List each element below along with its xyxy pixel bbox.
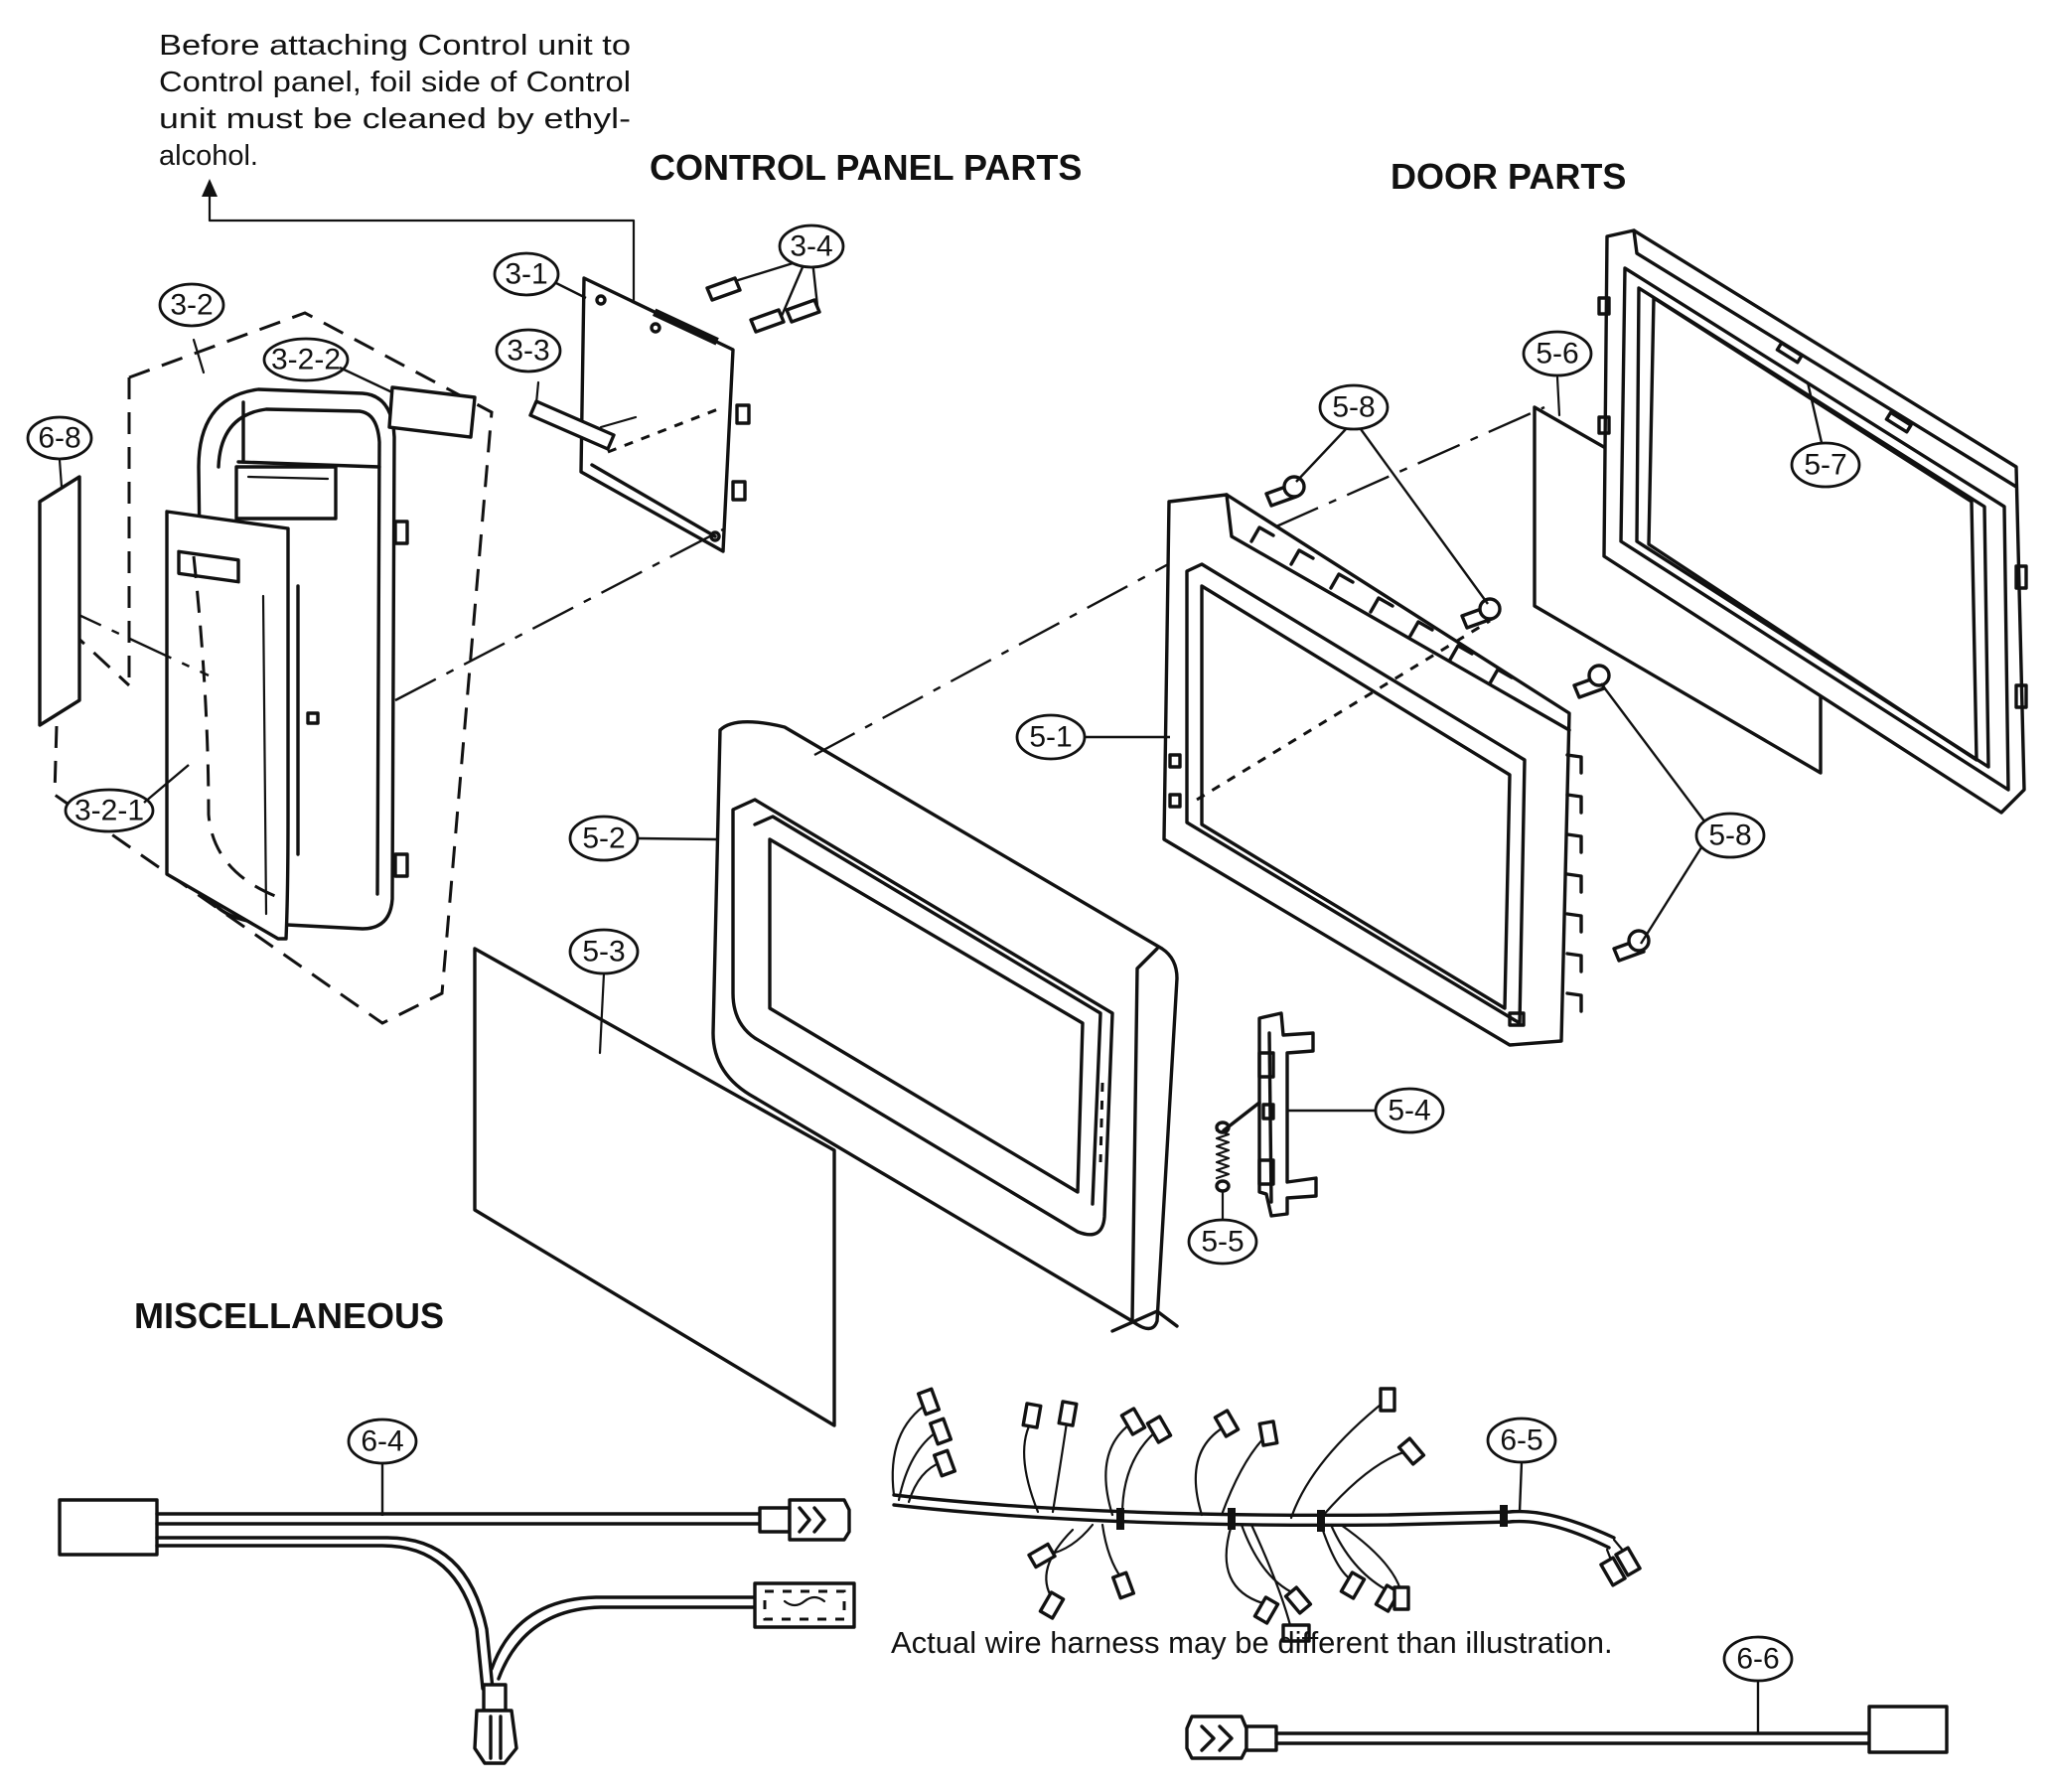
screws-control-unit	[705, 258, 821, 334]
svg-text:3-1: 3-1	[505, 258, 547, 291]
callout-3-2-2: 3-2-2	[262, 337, 350, 382]
callout-5-8b-leader-2	[1639, 835, 1710, 945]
svg-text:3-2-2: 3-2-2	[271, 344, 341, 376]
callout-3-2: 3-2	[158, 282, 225, 328]
svg-text:5-7: 5-7	[1804, 449, 1846, 482]
callout-5-8-lower: 5-8	[1694, 812, 1766, 859]
callout-5-2: 5-2	[568, 815, 640, 862]
centerline-frame-door	[813, 560, 1173, 757]
callout-5-3-leader	[598, 971, 606, 1055]
cleaning-note-line-4: alcohol.	[159, 140, 258, 172]
cleaning-note-line-1: Before attaching Control unit to	[159, 30, 631, 62]
centerline-panel-board	[394, 527, 724, 702]
door-parts-heading: DOOR PARTS	[1391, 156, 1626, 197]
display-window	[387, 385, 477, 439]
key-sheet	[165, 510, 290, 941]
callout-5-1: 5-1	[1015, 713, 1087, 761]
callout-3-1: 3-1	[493, 251, 560, 297]
callout-5-2-leader	[637, 836, 718, 841]
callout-5-7-leader	[1806, 381, 1825, 448]
callout-6-6: 6-6	[1722, 1635, 1794, 1683]
callout-6-5: 6-5	[1486, 1417, 1557, 1464]
svg-text:5-8: 5-8	[1708, 820, 1751, 852]
callout-6-4: 6-4	[347, 1418, 418, 1465]
ribbon-projection	[607, 405, 724, 454]
callout-5-8a-leader-2	[1360, 428, 1489, 605]
door-screws	[1264, 475, 1651, 963]
callout-6-8-leader	[58, 458, 64, 489]
cleaning-note-line-2: Control panel, foil side of Control	[159, 67, 631, 98]
svg-text:6-6: 6-6	[1736, 1643, 1779, 1676]
svg-text:5-5: 5-5	[1201, 1226, 1244, 1259]
callout-3-2-1-leader	[143, 764, 190, 804]
callout-6-8: 6-8	[26, 415, 93, 461]
centerline-door-screen	[1275, 405, 1545, 528]
door-seal-frame	[1597, 228, 2028, 815]
callout-3-2-2-leader	[339, 366, 393, 394]
control-panel-parts-heading: CONTROL PANEL PARTS	[650, 147, 1082, 188]
svg-text:5-8: 5-8	[1332, 391, 1375, 424]
main-wire-harness	[891, 1387, 1642, 1643]
door-panel	[1162, 493, 1583, 1047]
svg-text:5-3: 5-3	[582, 936, 625, 969]
callout-3-1-leader	[555, 281, 587, 300]
control-panel-assembly-boundary	[53, 311, 494, 1025]
centerline-label-panel	[59, 604, 210, 677]
door-frame	[711, 719, 1179, 1333]
callout-5-8b-leader-1	[1600, 682, 1709, 827]
callout-3-4: 3-4	[778, 224, 845, 269]
svg-text:5-6: 5-6	[1536, 338, 1578, 371]
miscellaneous-heading: MISCELLANEOUS	[134, 1295, 444, 1336]
latch-spring	[1215, 1101, 1261, 1222]
svg-text:6-5: 6-5	[1500, 1424, 1542, 1457]
cleaning-note: Before attaching Control unit to Control…	[159, 30, 631, 172]
callout-3-3-leader	[534, 380, 540, 405]
harness-disclaimer: Actual wire harness may be different tha…	[891, 1625, 1613, 1660]
callout-5-8-upper: 5-8	[1318, 383, 1390, 431]
callout-5-8a-leader-1	[1295, 428, 1347, 483]
caution-label	[38, 475, 81, 727]
callout-3-2-leader	[192, 338, 206, 374]
svg-text:3-2: 3-2	[170, 289, 213, 322]
cleaning-note-arrowhead	[202, 179, 218, 197]
callout-5-3: 5-3	[568, 928, 640, 975]
svg-text:6-8: 6-8	[38, 422, 80, 455]
svg-text:3-4: 3-4	[790, 230, 832, 263]
svg-text:6-4: 6-4	[361, 1425, 403, 1458]
door-panel-projection	[1196, 619, 1491, 802]
callout-3-2-1: 3-2-1	[64, 788, 155, 833]
door-sheet	[473, 947, 836, 1427]
callout-3-3: 3-3	[495, 328, 562, 373]
callout-5-7: 5-7	[1790, 441, 1861, 489]
svg-text:3-2-1: 3-2-1	[74, 795, 144, 827]
svg-text:5-4: 5-4	[1388, 1095, 1430, 1127]
callout-5-4: 5-4	[1374, 1087, 1445, 1134]
latch-head	[1257, 1011, 1318, 1218]
callout-6-5-leader	[1518, 1461, 1524, 1513]
cleaning-note-line-3: unit must be cleaned by ethyl-	[159, 103, 631, 135]
control-unit-board	[579, 276, 751, 553]
svg-text:5-1: 5-1	[1029, 721, 1072, 754]
callout-5-5: 5-5	[1187, 1218, 1258, 1266]
callout-5-6: 5-6	[1522, 330, 1593, 377]
wire-lead	[1185, 1705, 1949, 1760]
callout-5-6-leader	[1555, 375, 1561, 417]
ribbon-cable	[528, 399, 616, 451]
svg-text:3-3: 3-3	[507, 335, 549, 368]
noise-filter-harness	[58, 1498, 856, 1765]
svg-text:5-2: 5-2	[582, 822, 625, 855]
